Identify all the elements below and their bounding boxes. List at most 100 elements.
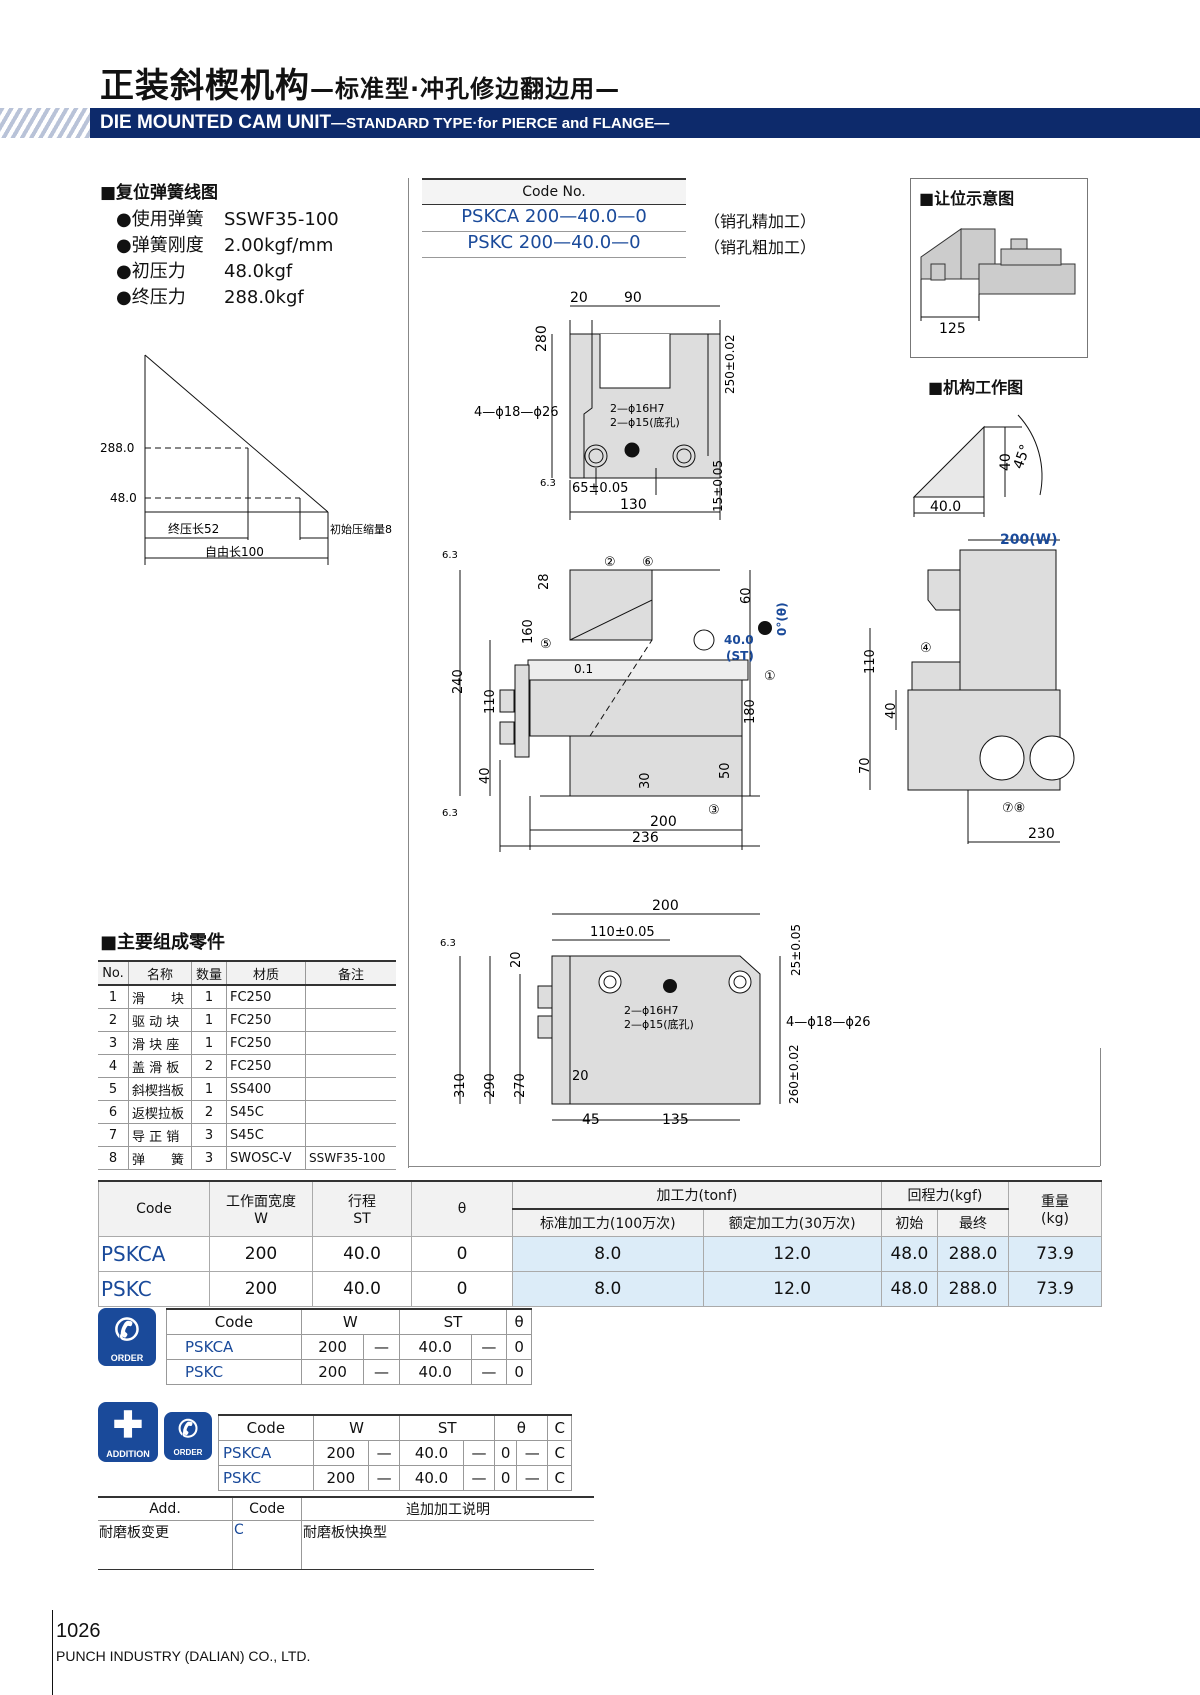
top-dim-280: 280	[534, 325, 550, 352]
section-divider-right	[1100, 1048, 1101, 1166]
bottom-dim-25: 25±0.05	[789, 924, 803, 976]
spring-section-title: ■复位弹簧线图	[100, 183, 219, 203]
front-dim-236: 236	[632, 830, 659, 846]
plus-icon: ✚	[112, 1404, 144, 1445]
front-callout-5: ⑤	[540, 637, 552, 652]
front-dim-30: 30	[638, 772, 653, 789]
code-no-b: PSKC 200—40.0—0	[422, 232, 686, 258]
front-dim-50: 50	[718, 762, 733, 779]
graph-free-len: 自由长100	[205, 545, 264, 559]
front-dim-200: 200	[650, 814, 677, 830]
top-dim-20: 20	[570, 290, 588, 306]
bottom-dim-290: 290	[483, 1073, 498, 1098]
bottom-dim-20: 20	[509, 951, 524, 968]
side-callout-4: ④	[920, 641, 932, 656]
code-note-b: （销孔粗加工）	[704, 238, 817, 257]
top-dim-90: 90	[624, 290, 642, 306]
clearance-diagram: 125	[920, 228, 1076, 337]
parts-header-row: No. 名称 数量 材质 备注	[98, 960, 396, 986]
section-divider	[408, 1166, 1100, 1167]
page-number: 1026	[56, 1620, 101, 1642]
code-note-a: （销孔精加工）	[704, 212, 817, 231]
side-w: 200(W)	[1000, 532, 1057, 548]
spring-graph: 288.0 48.0 终压长52 初始压缩量8 自由长100	[100, 354, 392, 565]
bottom-rough: 6.3	[440, 938, 456, 949]
order-icon-small: ✆ ORDER	[164, 1412, 212, 1460]
front-callout-3: ③	[708, 803, 720, 818]
side-dim-70: 70	[858, 757, 873, 774]
graph-y-high: 288.0	[100, 441, 134, 455]
top-holes: 4—ϕ18—ϕ26	[474, 405, 559, 420]
side-dim-230: 230	[1028, 826, 1055, 842]
top-dim-15: 15±0.05	[711, 460, 725, 512]
graph-final-len: 终压长52	[168, 521, 219, 536]
clearance-box: ■让位示意图 125	[910, 178, 1088, 358]
table-row: 耐磨板变更 C 耐磨板快换型	[98, 1520, 594, 1570]
front-dim-180: 180	[743, 699, 758, 724]
top-rough: 6.3	[540, 478, 556, 489]
mech-angle: 45°	[1011, 442, 1035, 471]
side-dim-40: 40	[884, 702, 899, 719]
top-pin-1: 2—ϕ16H7	[610, 402, 665, 415]
spec-subheader-row: 标准加工力(100万次) 额定加工力(30万次) 初始 最终	[99, 1208, 1102, 1237]
code-no-a: PSKCA 200—40.0—0	[422, 206, 686, 232]
bottom-dim-200: 200	[652, 898, 679, 914]
front-dim-60: 60	[739, 587, 754, 604]
front-callout-6: ⑥	[642, 555, 654, 570]
company-name: PUNCH INDUSTRY (DALIAN) CO., LTD.	[56, 1648, 311, 1664]
mechanism-diagram: 40.0 40 45°	[912, 414, 1043, 517]
bottom-dim-260: 260±0.02	[787, 1044, 801, 1104]
front-view-drawing: ② ⑥ ⑤ ① ③ 28 160 240 110 40 60 180 50 30…	[442, 550, 789, 852]
clearance-dim: 125	[939, 321, 966, 337]
footer-line	[52, 1610, 53, 1695]
front-dim-240: 240	[451, 669, 466, 694]
bottom-dim-45: 45	[582, 1112, 600, 1128]
front-st: 40.0	[724, 633, 754, 647]
top-view-drawing: 20 90 280 250±0.02 4—ϕ18—ϕ26 2—ϕ16H7 2—ϕ…	[474, 290, 737, 520]
top-dim-65: 65±0.05	[572, 481, 628, 496]
front-theta: 0°(θ)	[775, 602, 789, 636]
top-dim-130: 130	[620, 497, 647, 513]
mech-dim-h: 40	[998, 453, 1014, 471]
title-en-sub: —STANDARD TYPE·for PIERCE and FLANGE—	[331, 115, 670, 132]
title-band: DIE MOUNTED CAM UNIT—STANDARD TYPE·for P…	[0, 108, 1200, 138]
page-subtitle: —标准型·冲孔修边翻边用—	[310, 75, 621, 103]
front-dim-40: 40	[478, 767, 493, 784]
front-rough-top: 6.3	[442, 550, 458, 561]
top-pin-2: 2—ϕ15(底孔)	[610, 415, 680, 429]
addition-icon: ✚ ADDITION	[98, 1402, 158, 1462]
front-dim-01: 0.1	[574, 662, 593, 676]
graph-y-low: 48.0	[110, 491, 137, 505]
page-title: 正装斜楔机构—标准型·冲孔修边翻边用—	[100, 66, 621, 106]
bottom-dim-110: 110±0.05	[590, 925, 655, 940]
parts-section-title: ■主要组成零件	[100, 932, 226, 953]
bottom-view-drawing: 200 110±0.05 20 25±0.05 2—ϕ16H7 2—ϕ15(底孔…	[440, 898, 871, 1128]
column-divider	[408, 178, 409, 1168]
graph-init-comp: 初始压缩量8	[330, 522, 392, 536]
code-no-header: Code No.	[422, 178, 686, 205]
front-rough-bottom: 6.3	[442, 808, 458, 819]
front-dim-28: 28	[537, 573, 552, 590]
bottom-dim-20b: 20	[572, 1069, 589, 1084]
add-info-table: Add. Code 追加加工说明 耐磨板变更 C 耐磨板快换型	[98, 1496, 594, 1570]
side-dim-110: 110	[863, 649, 878, 674]
side-callout-78: ⑦⑧	[1002, 801, 1025, 816]
front-st-label: (ST)	[726, 649, 754, 663]
